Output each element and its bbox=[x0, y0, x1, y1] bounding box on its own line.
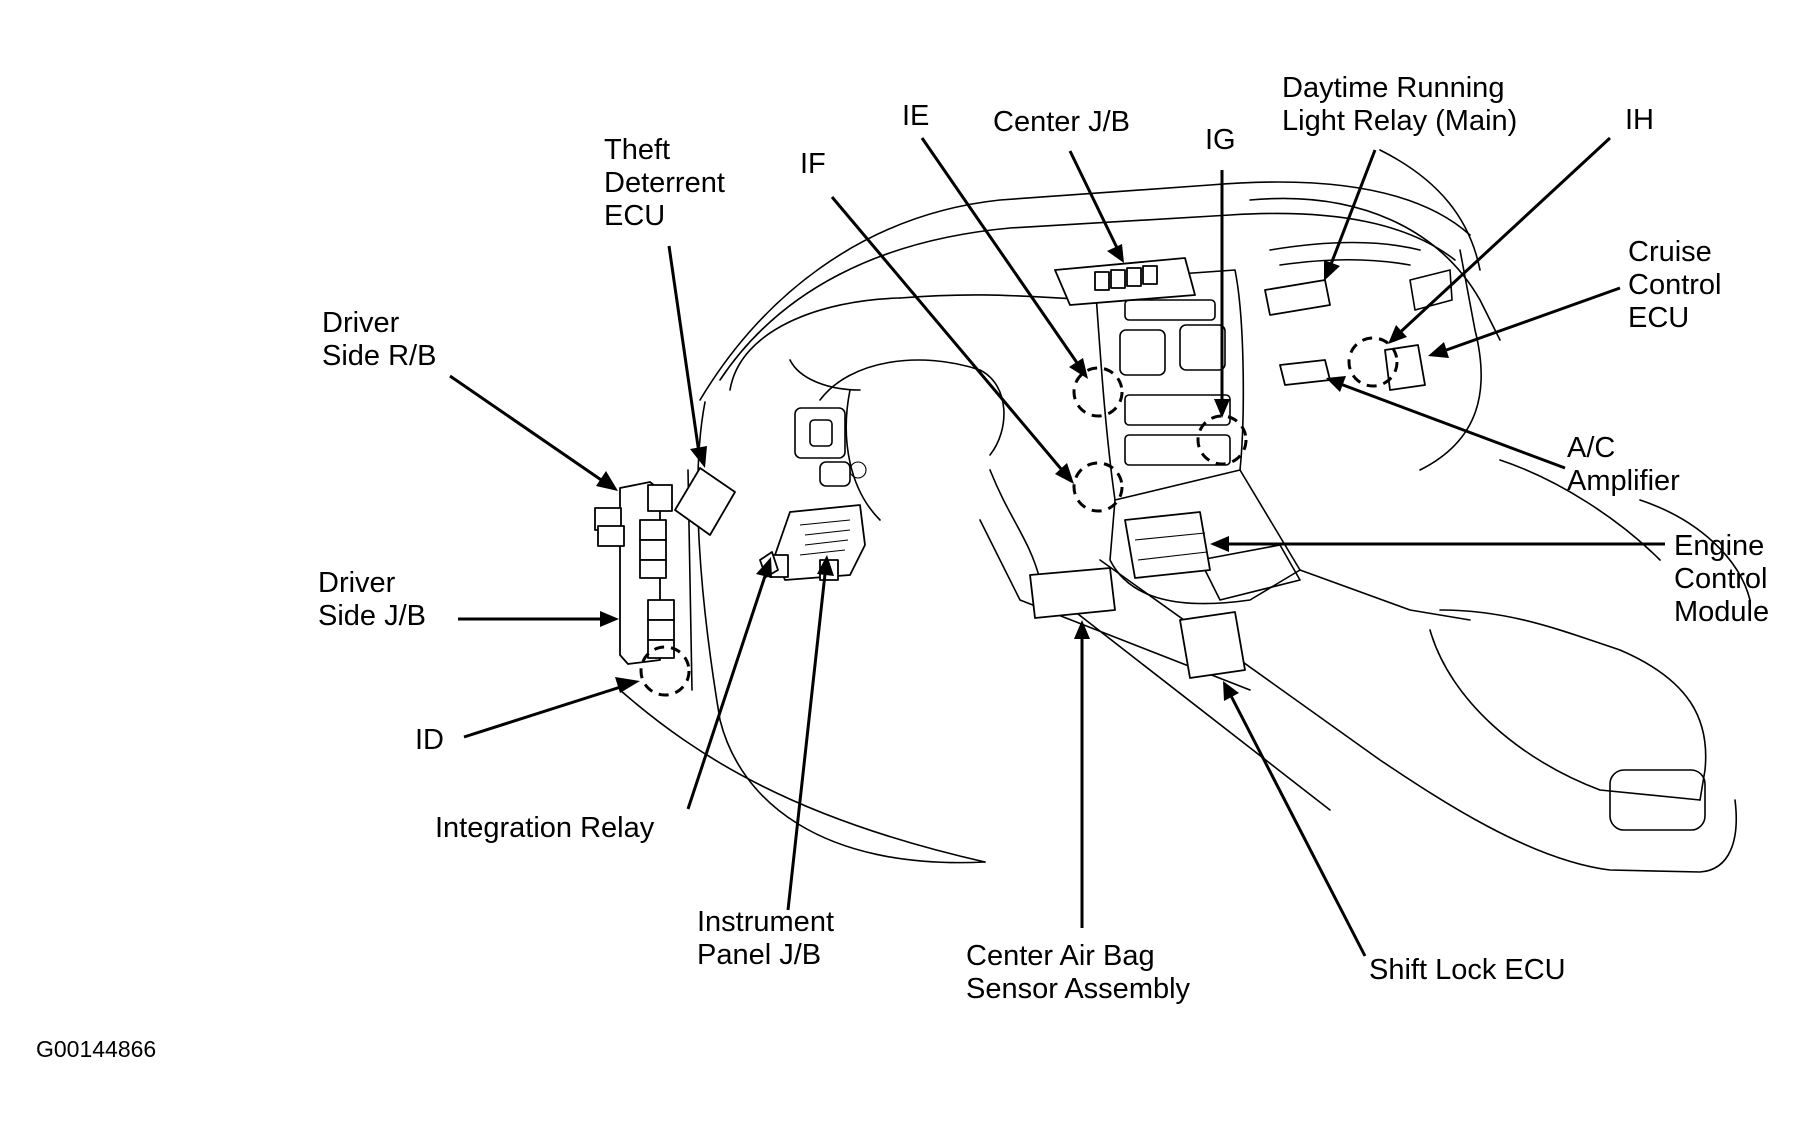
label-ig: IG bbox=[1205, 124, 1236, 156]
label-driver-side-rb: Driver Side R/B bbox=[322, 307, 437, 372]
label-daytime-running-light-relay: Daytime Running Light Relay (Main) bbox=[1282, 72, 1518, 137]
label-engine-control-module: Engine Control Module bbox=[1674, 530, 1770, 628]
connector-ih-circle bbox=[1347, 336, 1399, 388]
label-ie: IE bbox=[902, 100, 930, 132]
connector-ie-circle bbox=[1072, 366, 1124, 418]
label-driver-side-jb: Driver Side J/B bbox=[318, 567, 426, 632]
center-jb-part bbox=[1054, 257, 1196, 306]
shift-lock-ecu-part bbox=[1179, 611, 1246, 679]
daytime-running-light-relay-part bbox=[1264, 279, 1331, 316]
figure-code: G00144866 bbox=[36, 1036, 157, 1062]
cruise-control-ecu-part bbox=[1384, 344, 1426, 391]
connector-id-circle bbox=[639, 645, 691, 697]
label-instrument-panel-jb: Instrument Panel J/B bbox=[697, 906, 834, 971]
dashboard-outline bbox=[619, 149, 1751, 873]
leader-lines bbox=[449, 136, 1665, 957]
engine-control-module-part bbox=[1124, 511, 1211, 579]
label-cruise-control-ecu: Cruise Control ECU bbox=[1628, 236, 1722, 334]
label-center-air-bag-sensor: Center Air Bag Sensor Assembly bbox=[966, 940, 1191, 1005]
label-center-jb: Center J/B bbox=[993, 106, 1130, 138]
instrument-panel-jb-part bbox=[759, 504, 866, 581]
label-integration-relay: Integration Relay bbox=[435, 812, 655, 844]
connector-ig-circle bbox=[1196, 414, 1248, 466]
ac-amplifier-part bbox=[1279, 359, 1331, 386]
label-if: IF bbox=[800, 148, 826, 180]
label-id: ID bbox=[415, 724, 444, 756]
center-air-bag-sensor-part bbox=[1029, 567, 1116, 619]
connector-if-circle bbox=[1072, 461, 1124, 513]
label-ac-amplifier: A/C Amplifier bbox=[1567, 432, 1680, 497]
label-shift-lock-ecu: Shift Lock ECU bbox=[1369, 954, 1566, 986]
label-ih: IH bbox=[1625, 104, 1654, 136]
theft-deterrent-ecu-part bbox=[674, 467, 736, 536]
label-theft-deterrent-ecu: Theft Deterrent ECU bbox=[604, 134, 725, 232]
driver-side-jb-part bbox=[594, 469, 693, 691]
